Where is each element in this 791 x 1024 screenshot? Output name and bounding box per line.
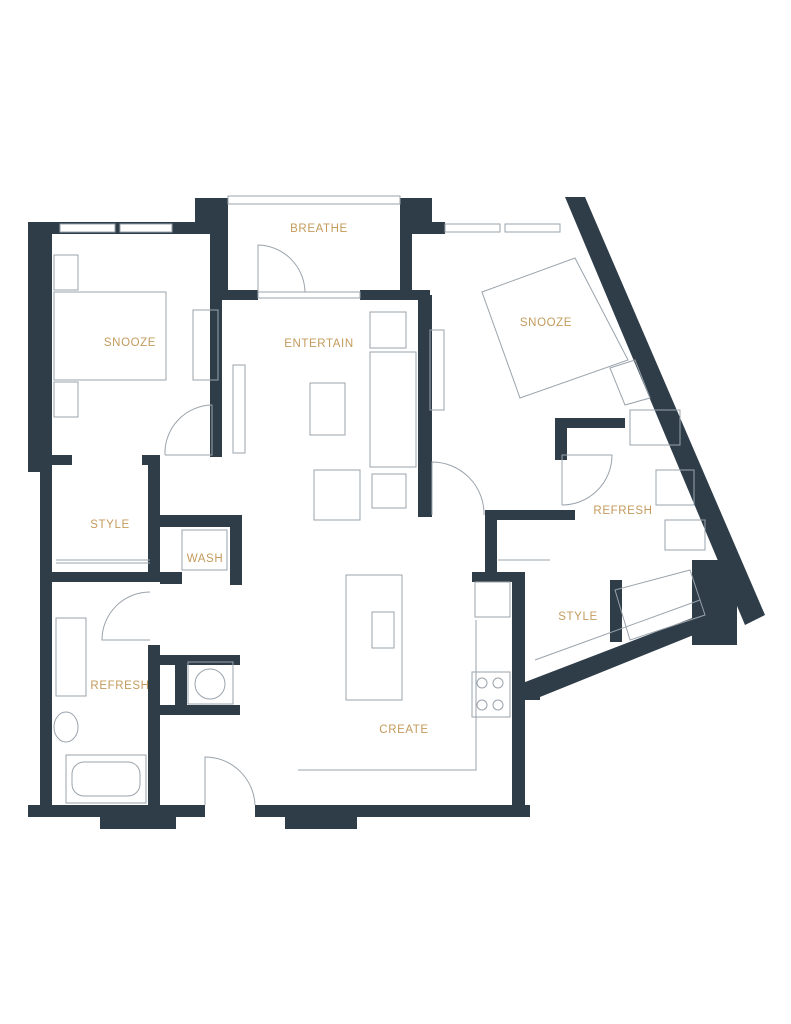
label-refresh-right: REFRESH — [593, 505, 652, 517]
label-snooze-right: SNOOZE — [520, 317, 572, 329]
label-create: CREATE — [379, 724, 428, 736]
label-entertain: ENTERTAIN — [284, 338, 354, 350]
label-breathe: BREATHE — [290, 223, 348, 235]
fixtures — [53, 244, 706, 806]
label-style-right: STYLE — [558, 611, 597, 623]
windows — [59, 195, 561, 299]
room-labels: BREATHE SNOOZE ENTERTAIN SNOOZE STYLE WA… — [90, 223, 652, 736]
walls — [28, 197, 765, 829]
label-snooze-left: SNOOZE — [104, 337, 156, 349]
label-style-left: STYLE — [90, 519, 129, 531]
label-wash: WASH — [187, 553, 223, 565]
label-refresh-left: REFRESH — [90, 680, 149, 692]
